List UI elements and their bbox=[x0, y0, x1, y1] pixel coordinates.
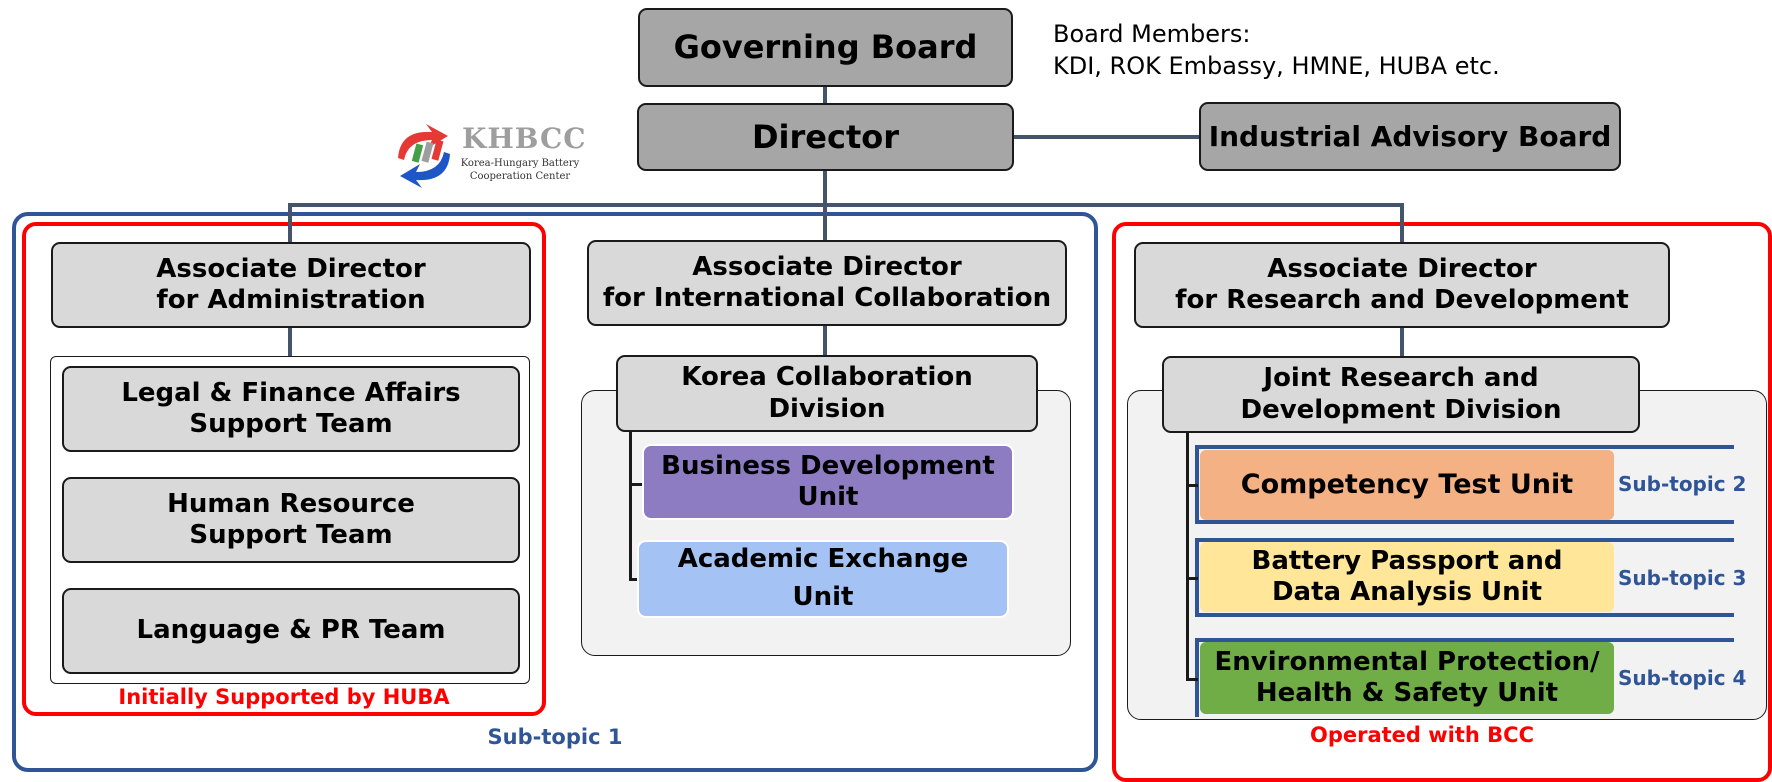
logo-name: KHBCC bbox=[462, 122, 587, 155]
battery-unit-line2: Data Analysis Unit bbox=[1271, 577, 1543, 607]
sub-topic-4-label: Sub-topic 4 bbox=[1618, 666, 1747, 690]
business-development-unit-box: Business Development Unit bbox=[642, 444, 1014, 520]
business-unit-line1: Business Development bbox=[661, 450, 995, 481]
battery-passport-unit-box: Battery Passport and Data Analysis Unit bbox=[1200, 542, 1614, 612]
logo-subtitle-1: Korea-Hungary Battery bbox=[460, 158, 580, 169]
connector-director-advisory bbox=[1013, 135, 1200, 139]
environmental-unit-box: Environmental Protection/ Health & Safet… bbox=[1200, 642, 1614, 714]
language-pr-label: Language & PR Team bbox=[136, 615, 446, 646]
connector-horizontal-bus bbox=[288, 203, 1404, 207]
joint-division-line2: Development Division bbox=[1240, 394, 1562, 425]
academic-exchange-unit-box: Academic Exchange Unit bbox=[637, 540, 1009, 618]
governing-board-box: Governing Board bbox=[638, 8, 1013, 87]
business-unit-line2: Unit bbox=[797, 482, 859, 512]
battery-unit-line1: Battery Passport and bbox=[1251, 545, 1563, 576]
research-title-line2: for Research and Development bbox=[1175, 285, 1629, 315]
environmental-unit-line1: Environmental Protection/ bbox=[1214, 646, 1600, 677]
academic-unit-line2: Unit bbox=[792, 582, 854, 612]
board-members-list: KDI, ROK Embassy, HMNE, HUBA etc. bbox=[1053, 52, 1500, 80]
admin-title-line2: for Administration bbox=[156, 285, 426, 315]
khbcc-logo: KHBCC Korea-Hungary Battery Cooperation … bbox=[390, 120, 586, 190]
human-resource-line1: Human Resource bbox=[167, 488, 415, 519]
connector-admin-teams bbox=[288, 327, 292, 357]
sub-topic-1-frame bbox=[12, 212, 1098, 772]
board-members-note: Board Members: KDI, ROK Embassy, HMNE, H… bbox=[1053, 18, 1500, 82]
associate-director-international-box: Associate Director for International Col… bbox=[587, 240, 1067, 326]
director-box: Director bbox=[637, 103, 1014, 171]
governing-board-label: Governing Board bbox=[673, 28, 978, 67]
industrial-advisory-board-box: Industrial Advisory Board bbox=[1199, 102, 1621, 171]
intl-units-connector bbox=[629, 430, 632, 580]
connector-research-drop bbox=[1400, 203, 1404, 243]
connector-admin-drop bbox=[288, 203, 292, 243]
academic-unit-line1: Academic Exchange bbox=[677, 544, 969, 575]
intl-title-line1: Associate Director bbox=[692, 251, 962, 282]
board-members-label: Board Members: bbox=[1053, 20, 1251, 48]
legal-finance-line2: Support Team bbox=[189, 409, 393, 439]
bcc-caption: Operated with BCC bbox=[1309, 723, 1534, 747]
legal-finance-line1: Legal & Finance Affairs bbox=[121, 377, 461, 408]
joint-division-line1: Joint Research and bbox=[1263, 363, 1539, 394]
research-unit-2-tick bbox=[1186, 577, 1198, 580]
director-label: Director bbox=[751, 117, 900, 156]
human-resource-line2: Support Team bbox=[189, 520, 393, 550]
research-unit-3-tick bbox=[1186, 678, 1198, 681]
language-pr-team-box: Language & PR Team bbox=[62, 588, 520, 674]
legal-finance-team-box: Legal & Finance Affairs Support Team bbox=[62, 366, 520, 452]
connector-research-division bbox=[1400, 327, 1404, 357]
sub-topic-3-label: Sub-topic 3 bbox=[1618, 566, 1747, 590]
competency-unit-label: Competency Test Unit bbox=[1240, 468, 1574, 500]
huba-frame bbox=[22, 222, 546, 716]
connector-board-director bbox=[823, 86, 827, 106]
connector-intl-division bbox=[823, 325, 827, 355]
industrial-advisory-board-label: Industrial Advisory Board bbox=[1208, 119, 1612, 153]
associate-director-research-box: Associate Director for Research and Deve… bbox=[1134, 242, 1670, 328]
korea-division-line1: Korea Collaboration bbox=[681, 362, 973, 393]
human-resource-team-box: Human Resource Support Team bbox=[62, 477, 520, 563]
research-unit-1-tick bbox=[1186, 484, 1198, 487]
joint-research-division-box: Joint Research and Development Division bbox=[1162, 356, 1640, 433]
huba-caption: Initially Supported by HUBA bbox=[118, 685, 450, 709]
admin-title-line1: Associate Director bbox=[156, 253, 426, 284]
environmental-unit-line2: Health & Safety Unit bbox=[1255, 678, 1559, 708]
sub-topic-2-label: Sub-topic 2 bbox=[1618, 472, 1747, 496]
research-title-line1: Associate Director bbox=[1267, 253, 1537, 284]
competency-test-unit-box: Competency Test Unit bbox=[1200, 450, 1614, 520]
korea-division-line2: Division bbox=[768, 393, 886, 424]
intl-unit-1-tick bbox=[629, 483, 645, 486]
research-units-connector bbox=[1186, 432, 1189, 680]
intl-title-line2: for International Collaboration bbox=[602, 283, 1052, 313]
environmental-unit-outline bbox=[1195, 638, 1734, 717]
sub-topic-1-caption: Sub-topic 1 bbox=[487, 725, 623, 749]
logo-mark-icon bbox=[398, 124, 450, 188]
associate-director-administration-box: Associate Director for Administration bbox=[51, 242, 531, 328]
logo-subtitle-2: Cooperation Center bbox=[469, 171, 571, 182]
bcc-frame bbox=[1112, 222, 1772, 782]
korea-collaboration-division-box: Korea Collaboration Division bbox=[616, 355, 1038, 432]
